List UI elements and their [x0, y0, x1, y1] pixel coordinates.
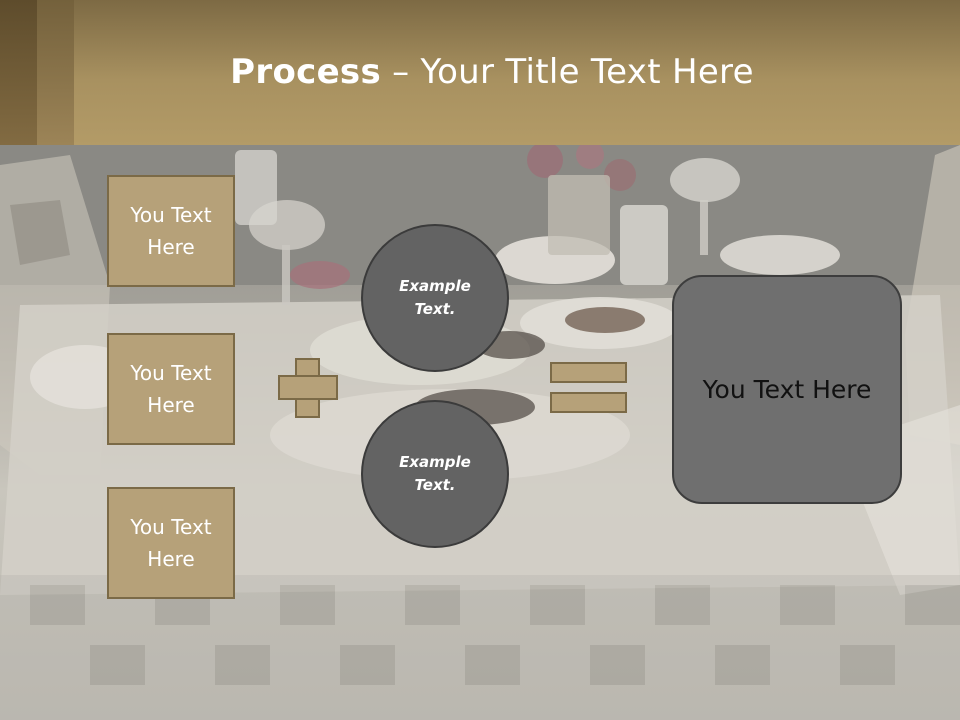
slide-title-bold: Process [230, 52, 382, 92]
title-band: Process – Your Title Text Here [0, 0, 960, 145]
slide-title[interactable]: Process – Your Title Text Here [0, 52, 960, 92]
slide-title-rest: – Your Title Text Here [381, 52, 754, 92]
equals-bottom-bar [550, 392, 627, 413]
plus-center-fill [297, 377, 318, 398]
title-stripe-mid [37, 0, 74, 145]
result-box[interactable]: You Text Here [672, 275, 902, 504]
text-box-2[interactable]: You Text Here [107, 333, 235, 445]
example-circle-1[interactable]: Example Text. [361, 224, 509, 372]
example-circle-2[interactable]: Example Text. [361, 400, 509, 548]
title-stripe-dark [0, 0, 37, 145]
equals-top-bar [550, 362, 627, 383]
text-box-3[interactable]: You Text Here [107, 487, 235, 599]
text-box-1[interactable]: You Text Here [107, 175, 235, 287]
